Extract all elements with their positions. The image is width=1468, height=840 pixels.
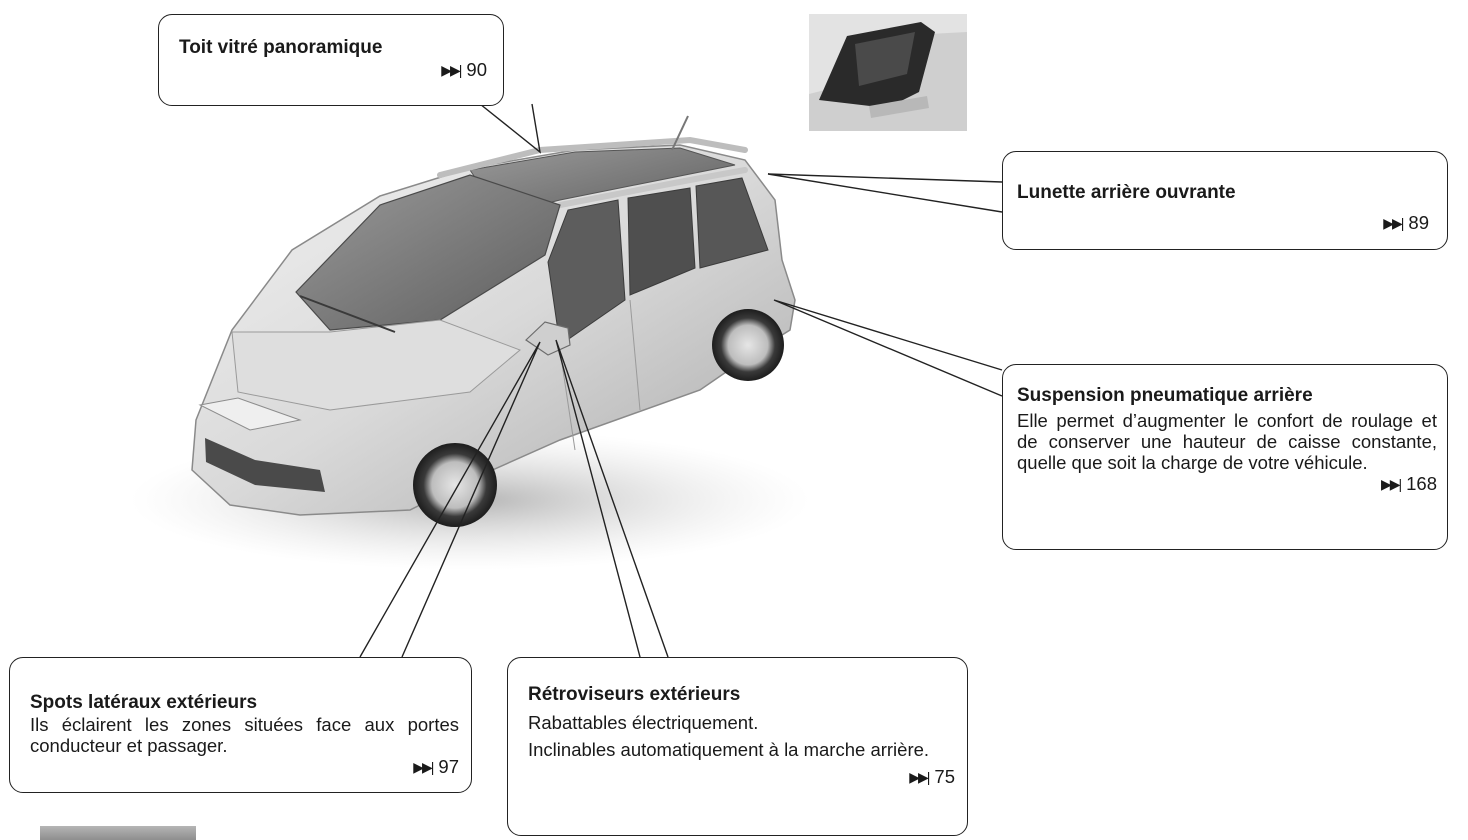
callout-title: Spots latéraux extérieurs xyxy=(30,692,258,713)
callout-body-2: Inclinables automatiquement à la marche … xyxy=(528,739,930,760)
next-track-icon: ▶▶| xyxy=(1380,476,1402,492)
callout-title: Rétroviseurs extérieurs xyxy=(528,684,741,705)
next-track-icon: ▶▶| xyxy=(1383,215,1404,231)
rear-wheel xyxy=(712,309,784,381)
leader-rear-window xyxy=(767,173,1003,213)
leader-lines xyxy=(359,103,1003,658)
page-reference[interactable]: ▶▶|97 xyxy=(30,756,459,778)
callout-body-1: Rabattables électriquement. xyxy=(528,712,759,733)
leader-suspension xyxy=(773,299,1003,397)
side-window-rear xyxy=(695,177,769,269)
page-reference[interactable]: ▶▶|168 xyxy=(1017,473,1437,495)
leader-mirrors xyxy=(555,339,669,658)
callout-title: Suspension pneumatique arrière xyxy=(1017,385,1313,406)
page-number: 90 xyxy=(466,59,487,80)
roof-rail-2 xyxy=(557,167,748,208)
callout-panoramic-roof: Toit vitré panoramique ▶▶|90 xyxy=(158,14,504,106)
next-track-icon: ▶▶| xyxy=(909,769,930,785)
next-track-icon: ▶▶| xyxy=(441,62,462,78)
front-wheel xyxy=(413,443,497,527)
door-line-2 xyxy=(629,299,641,411)
rear-window-photo-art xyxy=(809,14,967,131)
front-grille xyxy=(205,438,325,492)
antenna xyxy=(671,115,689,151)
next-track-icon: ▶▶| xyxy=(413,759,434,775)
callout-title: Toit vitré panoramique xyxy=(179,37,383,58)
page-number: 97 xyxy=(438,756,459,777)
side-window-middle xyxy=(627,187,696,296)
partial-photo xyxy=(40,826,196,840)
hood xyxy=(231,319,521,411)
headlight xyxy=(198,397,302,431)
page-number: 75 xyxy=(934,766,955,787)
callout-rear-suspension: Suspension pneumatique arrière Elle perm… xyxy=(1002,364,1448,550)
wiper xyxy=(299,295,396,333)
page-number: 89 xyxy=(1408,212,1429,233)
page-number: 168 xyxy=(1406,473,1437,494)
callout-exterior-mirrors: Rétroviseurs extérieurs Rabattables élec… xyxy=(507,657,968,836)
leader-spots xyxy=(359,341,541,658)
roof-rail xyxy=(437,136,748,178)
page-reference[interactable]: ▶▶|89 xyxy=(1017,212,1429,234)
leader-roof xyxy=(479,103,541,154)
page-reference[interactable]: ▶▶|90 xyxy=(179,59,487,81)
windscreen xyxy=(295,174,561,331)
rear-window-photo xyxy=(809,14,967,131)
callout-side-spots: Spots latéraux extérieurs Ils éclairent … xyxy=(9,657,472,793)
callout-body: Elle permet d’augmenter le confort de ro… xyxy=(1017,410,1437,473)
callout-body: Ils éclairent les zones situées face aux… xyxy=(30,714,459,756)
page-reference[interactable]: ▶▶|75 xyxy=(528,766,955,788)
callout-title: Lunette arrière ouvrante xyxy=(1017,182,1236,203)
callout-rear-window: Lunette arrière ouvrante ▶▶|89 xyxy=(1002,151,1448,250)
